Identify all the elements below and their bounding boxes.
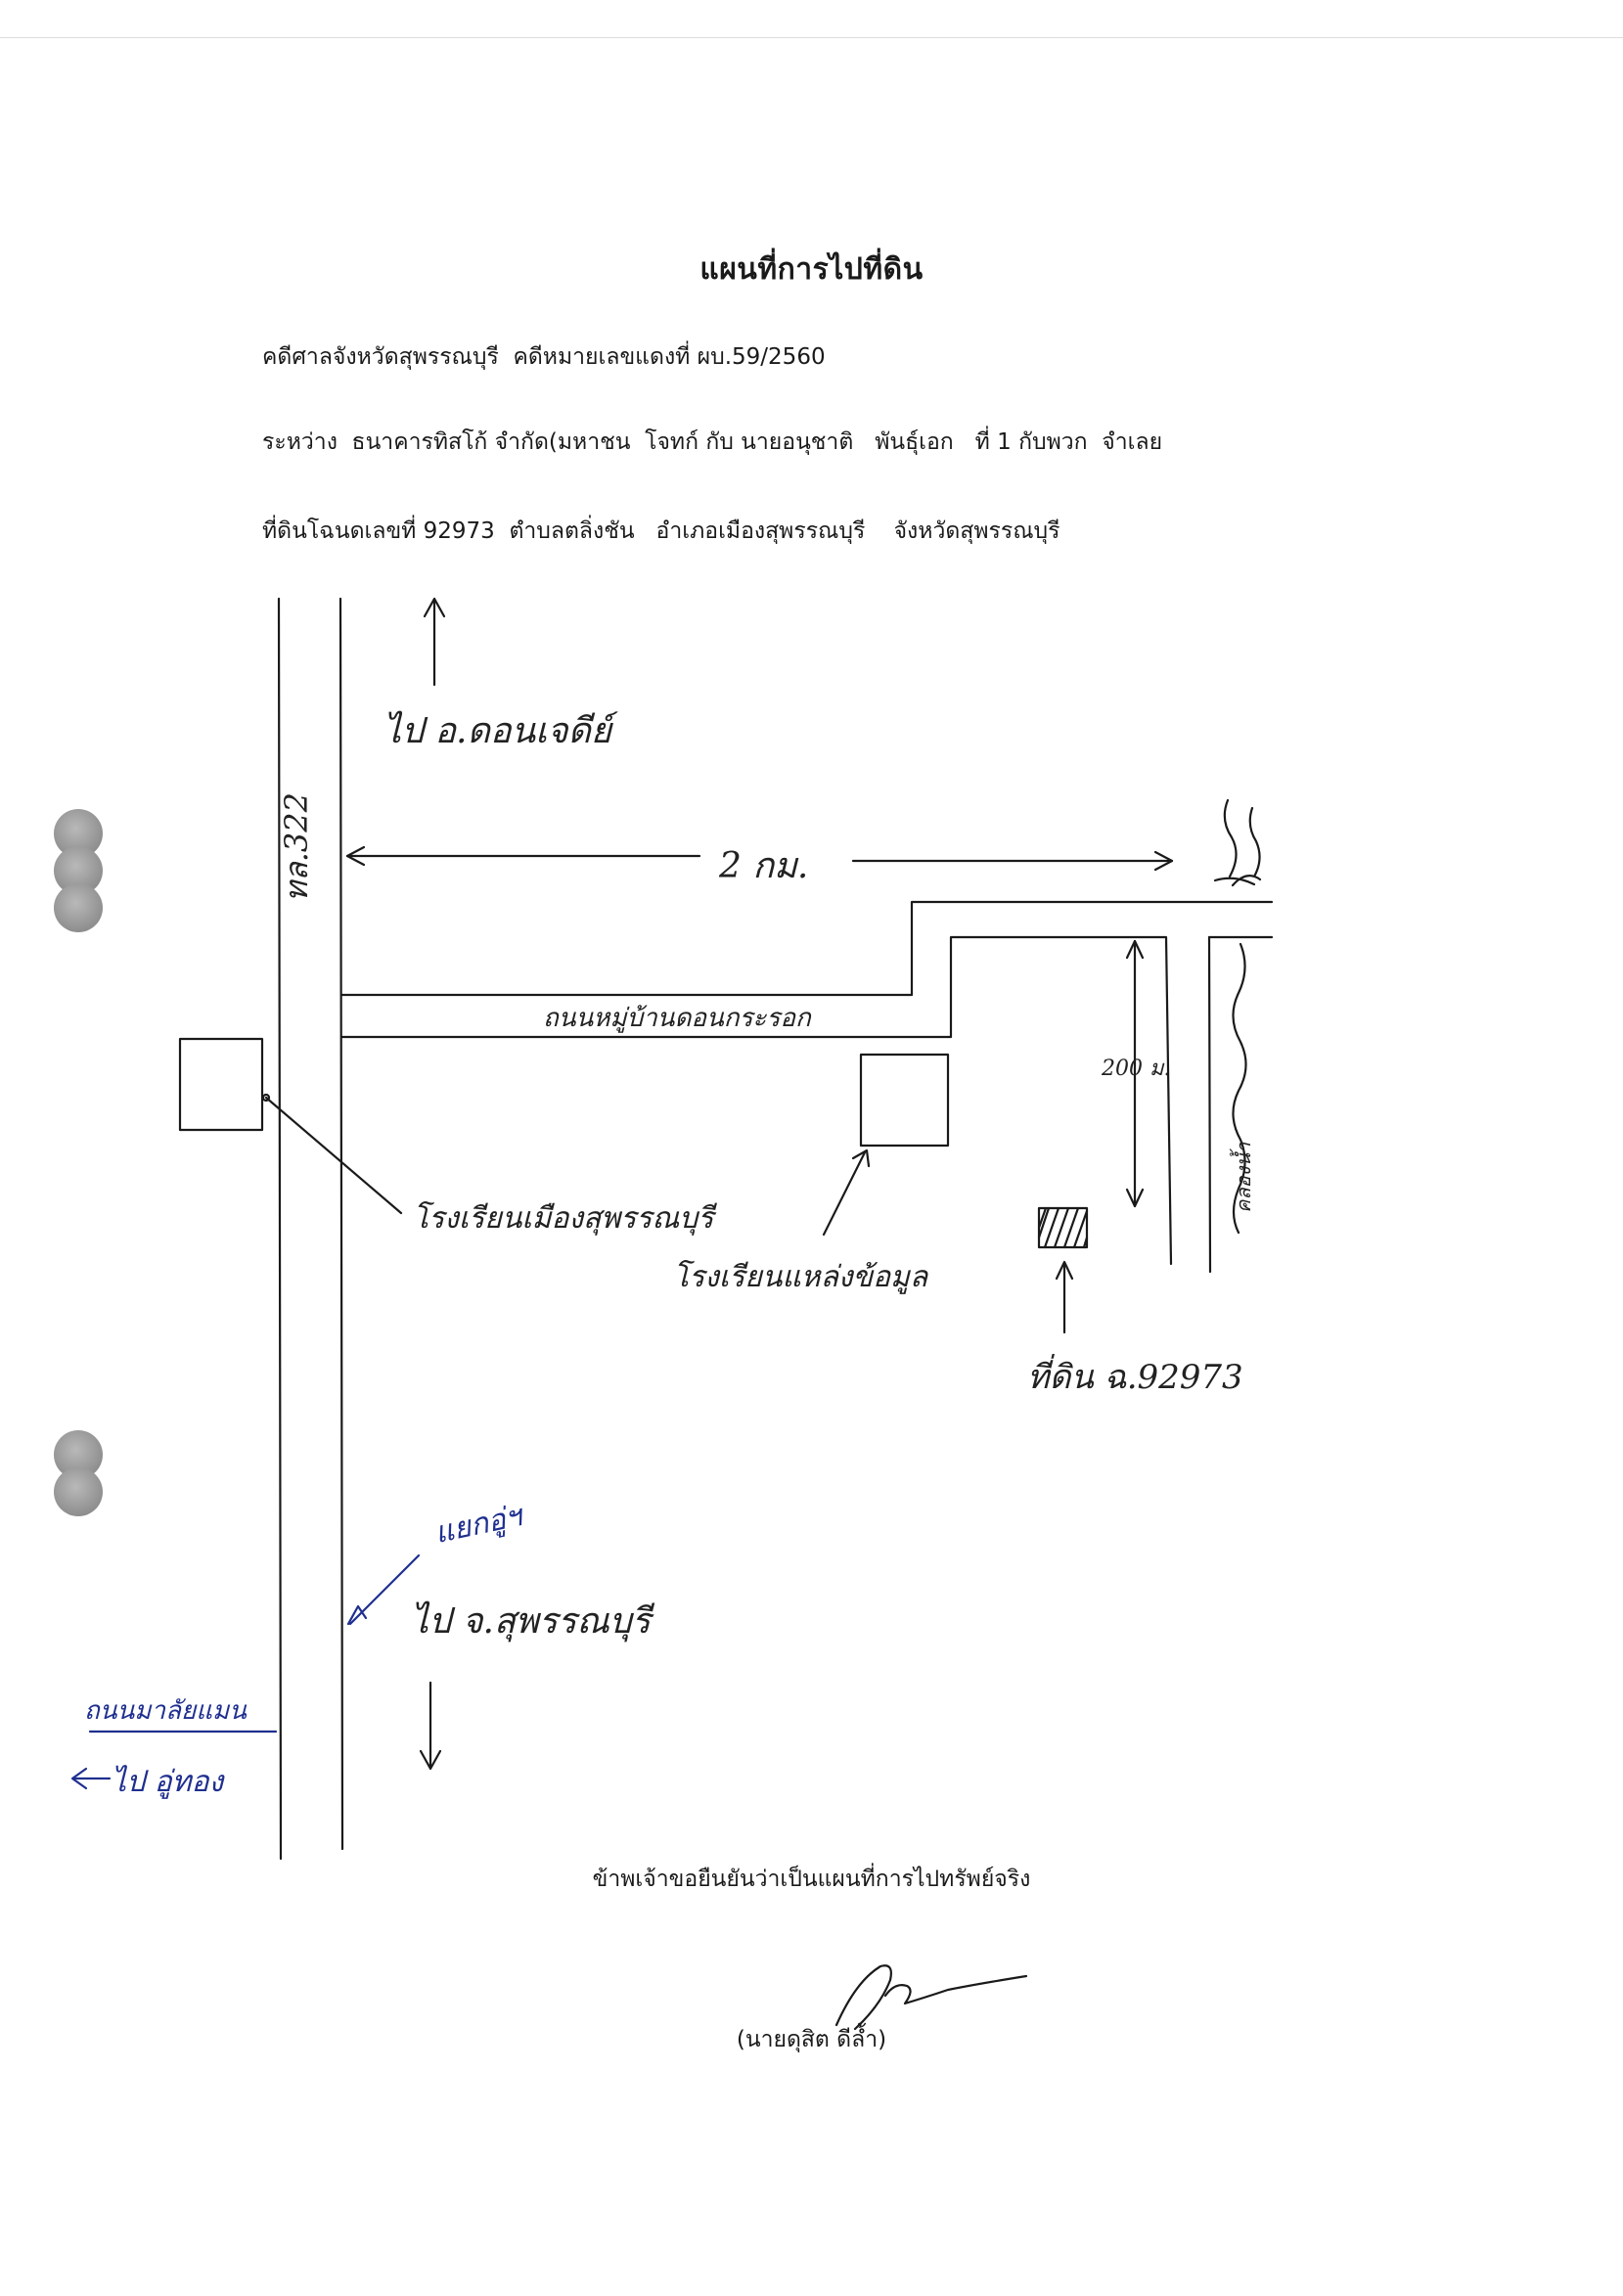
to-north-label: ไป อ.ดอนเจดีย์: [383, 711, 611, 751]
distance-small-head-top: [1125, 939, 1145, 960]
statement: ข้าพเจ้าขอยืนยันว่าเป็นแผนที่การไปทรัพย์…: [592, 1867, 1031, 1892]
vegetation: [1213, 798, 1262, 887]
highway-right-edge: [338, 597, 344, 1851]
canal-wave: [1232, 942, 1247, 1235]
village-road-bottom-edge: [340, 935, 1173, 1266]
parties-line: ระหว่าง ธนาคารทิสโก้ จำกัด(มหาชน โจทก์ ก…: [262, 429, 1163, 455]
distance-arrow-head-right: [1153, 850, 1174, 872]
distance-small-head-bottom: [1125, 1188, 1145, 1208]
scan-edge-line: [0, 37, 1623, 38]
to-uthong-label: ไป อู่ทอง: [112, 1765, 224, 1799]
school-other-arrow-head: [851, 1148, 871, 1168]
north-arrow-head: [423, 597, 446, 618]
south-arrow-head: [419, 1749, 442, 1771]
highway-label: ทล.322: [278, 792, 315, 902]
land-parcel-hatch: [1037, 1206, 1089, 1249]
distance-small-label: 200 ม.: [1102, 1057, 1171, 1081]
junction-marker: [346, 1553, 421, 1626]
village-road-top-edge: [340, 900, 1274, 997]
school-city-label: โรงเรียนเมืองสุพรรณบุรี: [413, 1201, 714, 1236]
highway-left-edge: [277, 597, 283, 1861]
side-road-label: ถนนมาลัยแมน: [84, 1696, 247, 1726]
uthong-arrow-head: [70, 1767, 88, 1790]
school-other-box: [859, 1053, 950, 1148]
village-road-label: ถนนหมู่บ้านดอนกระรอก: [543, 1004, 811, 1033]
distance-label: 2 กม.: [719, 846, 809, 886]
land-line: ที่ดินโฉนดเลขที่ 92973 ตำบลตลิ่งชัน อำเภ…: [262, 518, 1060, 544]
canal-label: คลองน้ำ: [1232, 1142, 1255, 1213]
distance-arrow-head-left: [345, 845, 366, 867]
canal-bank: [1207, 935, 1212, 1274]
land-arrow-head: [1055, 1260, 1074, 1281]
case-line: คดีศาลจังหวัดสุพรรณบุรี คดีหมายเลขแดงที่…: [262, 344, 826, 370]
signature-scribble: [834, 1964, 1028, 2031]
school-city-leader: [264, 1096, 403, 1215]
school-other-label: โรงเรียนแหล่งข้อมูล: [673, 1260, 928, 1294]
land-label: ที่ดิน ฉ.92973: [1027, 1358, 1243, 1397]
to-south-label: ไป จ.สุพรรณบุรี: [411, 1601, 651, 1642]
punch-hole: [54, 1467, 103, 1516]
school-city-box: [178, 1037, 264, 1132]
punch-hole: [54, 883, 103, 932]
signatory-name: (นายดุสิต ดีล้ำ): [736, 2027, 887, 2052]
school-city-marker: [261, 1093, 271, 1103]
page-title: แผนที่การไปที่ดิน: [699, 252, 924, 287]
school-other-leader: [822, 1150, 867, 1237]
